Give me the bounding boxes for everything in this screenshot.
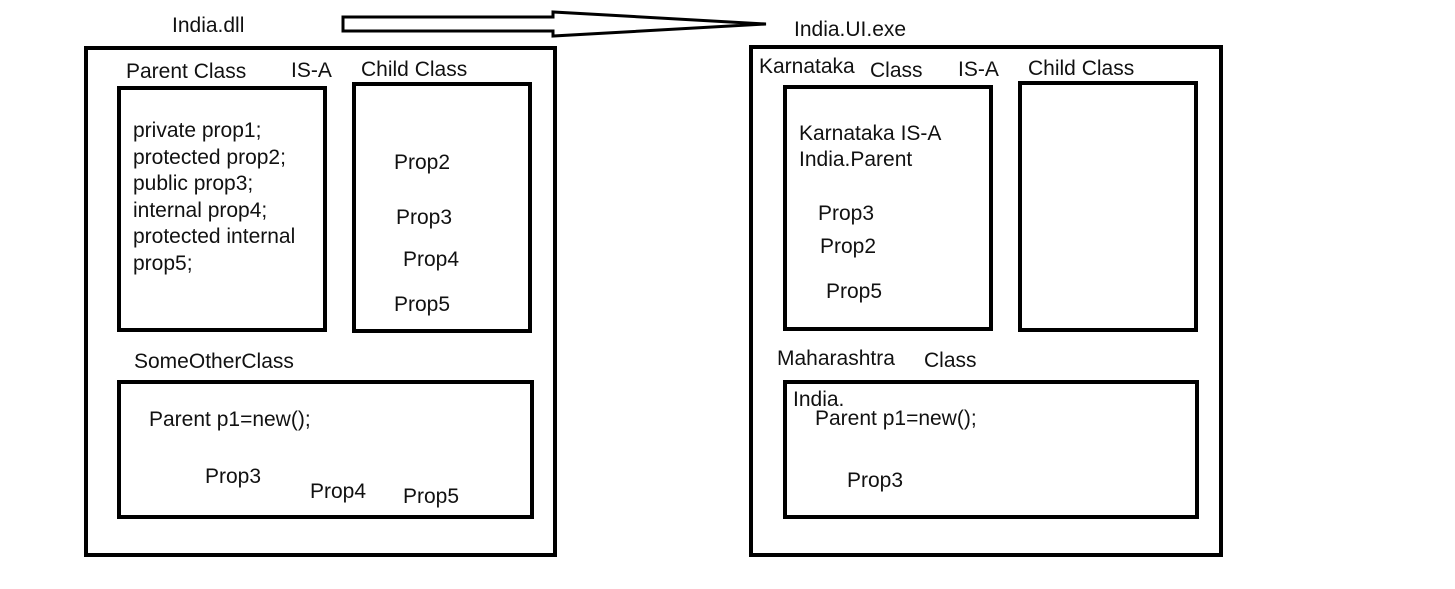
parent-class-label: Parent Class bbox=[126, 60, 247, 83]
karnataka-class-box bbox=[783, 85, 993, 331]
some-other-prop: Prop3 bbox=[205, 465, 262, 488]
maharashtra-code: Parent p1=new(); bbox=[815, 407, 977, 430]
maharashtra-namespace: India. bbox=[793, 388, 845, 411]
left-child-class-box bbox=[352, 82, 532, 333]
karnataka-prop: Prop2 bbox=[820, 235, 877, 258]
some-other-prop: Prop5 bbox=[403, 485, 460, 508]
right-is-a-label: IS-A bbox=[958, 58, 999, 81]
right-assembly-title: India.UI.exe bbox=[794, 18, 907, 41]
left-child-class-label: Child Class bbox=[361, 58, 468, 81]
left-child-prop: Prop3 bbox=[396, 206, 453, 229]
left-child-prop: Prop5 bbox=[394, 293, 451, 316]
some-other-prop: Prop4 bbox=[310, 480, 367, 503]
right-child-class-box bbox=[1018, 81, 1198, 332]
karnataka-class-name: Karnataka bbox=[759, 55, 855, 78]
karnataka-class-suffix: Class bbox=[870, 59, 923, 82]
maharashtra-class-box bbox=[783, 380, 1199, 519]
left-assembly-title: India.dll bbox=[172, 14, 245, 37]
some-other-class-box bbox=[117, 380, 534, 519]
some-other-class-code: Parent p1=new(); bbox=[149, 408, 311, 431]
left-assembly-box bbox=[84, 46, 557, 557]
left-child-prop: Prop2 bbox=[394, 151, 451, 174]
maharashtra-class-name: Maharashtra bbox=[777, 347, 895, 370]
right-assembly-box bbox=[749, 45, 1223, 557]
left-child-prop: Prop4 bbox=[403, 248, 460, 271]
some-other-class-label: SomeOtherClass bbox=[134, 350, 294, 373]
maharashtra-prop: Prop3 bbox=[847, 469, 904, 492]
parent-class-members: private prop1; protected prop2; public p… bbox=[133, 119, 296, 275]
karnataka-note: Karnataka IS-A India.Parent bbox=[799, 122, 942, 171]
maharashtra-class-suffix: Class bbox=[924, 349, 977, 372]
karnataka-prop: Prop5 bbox=[826, 280, 883, 303]
left-is-a-label: IS-A bbox=[291, 59, 332, 82]
parent-class-box bbox=[117, 86, 327, 332]
right-child-class-label: Child Class bbox=[1028, 57, 1135, 80]
karnataka-prop: Prop3 bbox=[818, 202, 875, 225]
